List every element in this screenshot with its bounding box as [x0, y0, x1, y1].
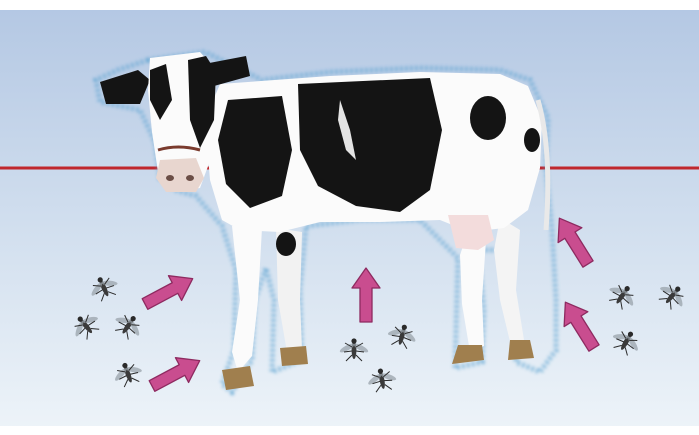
top-border-strip	[0, 0, 699, 10]
bottom-border-strip	[0, 426, 699, 435]
